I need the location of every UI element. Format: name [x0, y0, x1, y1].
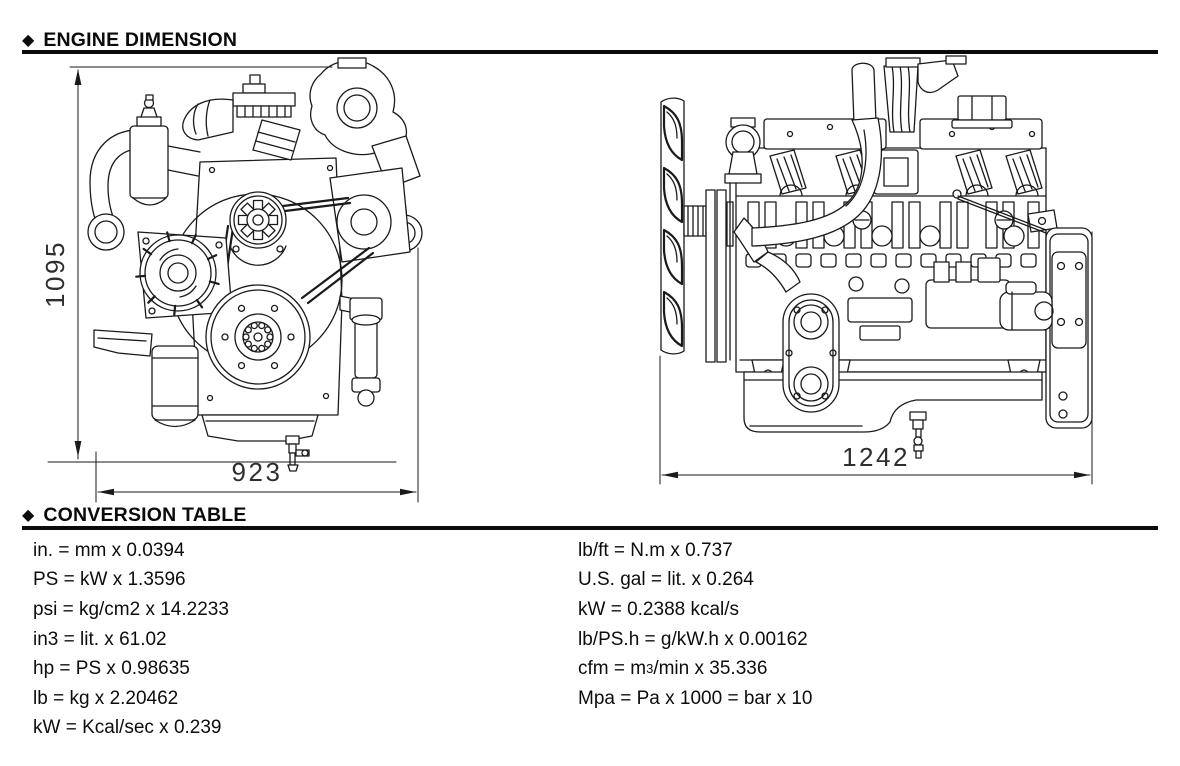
conversion-row: hp = PS x 0.98635: [33, 658, 190, 680]
conversion-row: U.S. gal = lit. x 0.264: [578, 569, 754, 591]
cfm-prefix: cfm = m: [578, 658, 647, 680]
conversion-right-column: lb/ft = N.m x 0.737 U.S. gal = lit. x 0.…: [578, 536, 813, 714]
section-divider-rule: [22, 526, 1158, 530]
conversion-row: kW = Kcal/sec x 0.239: [33, 717, 222, 739]
conversion-row: in. = mm x 0.0394: [33, 539, 185, 561]
cooling-fan: [660, 97, 685, 355]
conversion-table-title: CONVERSION TABLE: [43, 504, 247, 526]
crank-pulley: [205, 284, 311, 390]
conversion-row: PS = kW x 1.3596: [33, 569, 186, 591]
engine-dimension-title: ENGINE DIMENSION: [43, 29, 238, 51]
conversion-left-column: in. = mm x 0.0394 PS = kW x 1.3596 psi =…: [33, 536, 229, 743]
turbo-exhaust-stack: [851, 55, 967, 133]
engine-dimension-header: ◆ ENGINE DIMENSION: [22, 29, 237, 52]
injection-pump-starter: [925, 257, 1054, 331]
diamond-bullet-icon: ◆: [22, 31, 35, 49]
conversion-table-header: ◆ CONVERSION TABLE: [22, 504, 247, 527]
front-width-label: 923: [232, 457, 283, 487]
front-height-label: 1095: [40, 240, 70, 308]
conversion-row: kW = 0.2388 kcal/s: [578, 598, 740, 620]
fan-hub-flange: [135, 231, 233, 319]
oil-cooler: [782, 293, 840, 413]
engine-side-view: [660, 55, 1093, 459]
water-pump-pulley: [229, 191, 287, 249]
diamond-bullet-icon: ◆: [22, 506, 35, 524]
side-length-dimension: 1242: [659, 231, 1093, 485]
front-oil-pan: [201, 414, 319, 472]
section-divider-rule: [22, 50, 1158, 54]
conversion-row: psi = kg/cm2 x 14.2233: [33, 598, 229, 620]
side-length-label: 1242: [842, 442, 910, 472]
cfm-suffix: /min x 35.336: [653, 658, 768, 680]
conversion-row: lb/PS.h = g/kW.h x 0.00162: [578, 628, 808, 650]
engine-front-view: [87, 57, 423, 472]
engine-dimension-drawings: 1095 923 1242: [40, 55, 1093, 503]
conversion-row: lb/ft = N.m x 0.737: [578, 539, 733, 561]
conversion-row: Mpa = Pa x 1000 = bar x 10: [578, 687, 813, 709]
conversion-row: lb = kg x 2.20462: [33, 687, 179, 709]
conversion-row: in3 = lit. x 61.02: [33, 628, 167, 650]
front-height-dimension: 1095: [40, 66, 397, 463]
front-width-dimension: 923: [95, 247, 419, 503]
